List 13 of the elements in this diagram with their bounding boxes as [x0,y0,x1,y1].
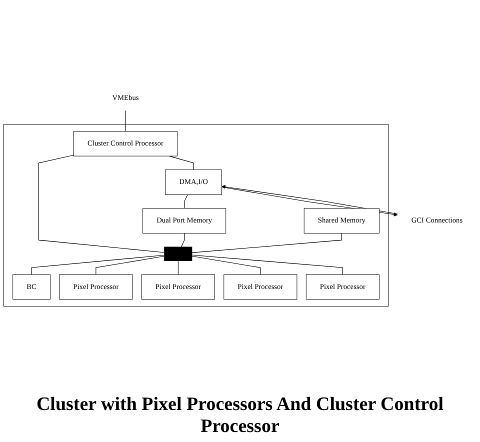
connector [31,254,165,275]
connector [38,154,165,253]
connector [180,232,185,248]
connector [192,256,261,275]
connector [168,156,194,170]
connector [125,110,126,132]
cluster [3,124,389,306]
connector [96,256,165,275]
connector [192,232,342,253]
connector [184,194,188,209]
connector [192,254,343,275]
figure-caption: Cluster with Pixel Processors And Cluster Control Processor [35,393,445,439]
node-bar [164,246,192,261]
